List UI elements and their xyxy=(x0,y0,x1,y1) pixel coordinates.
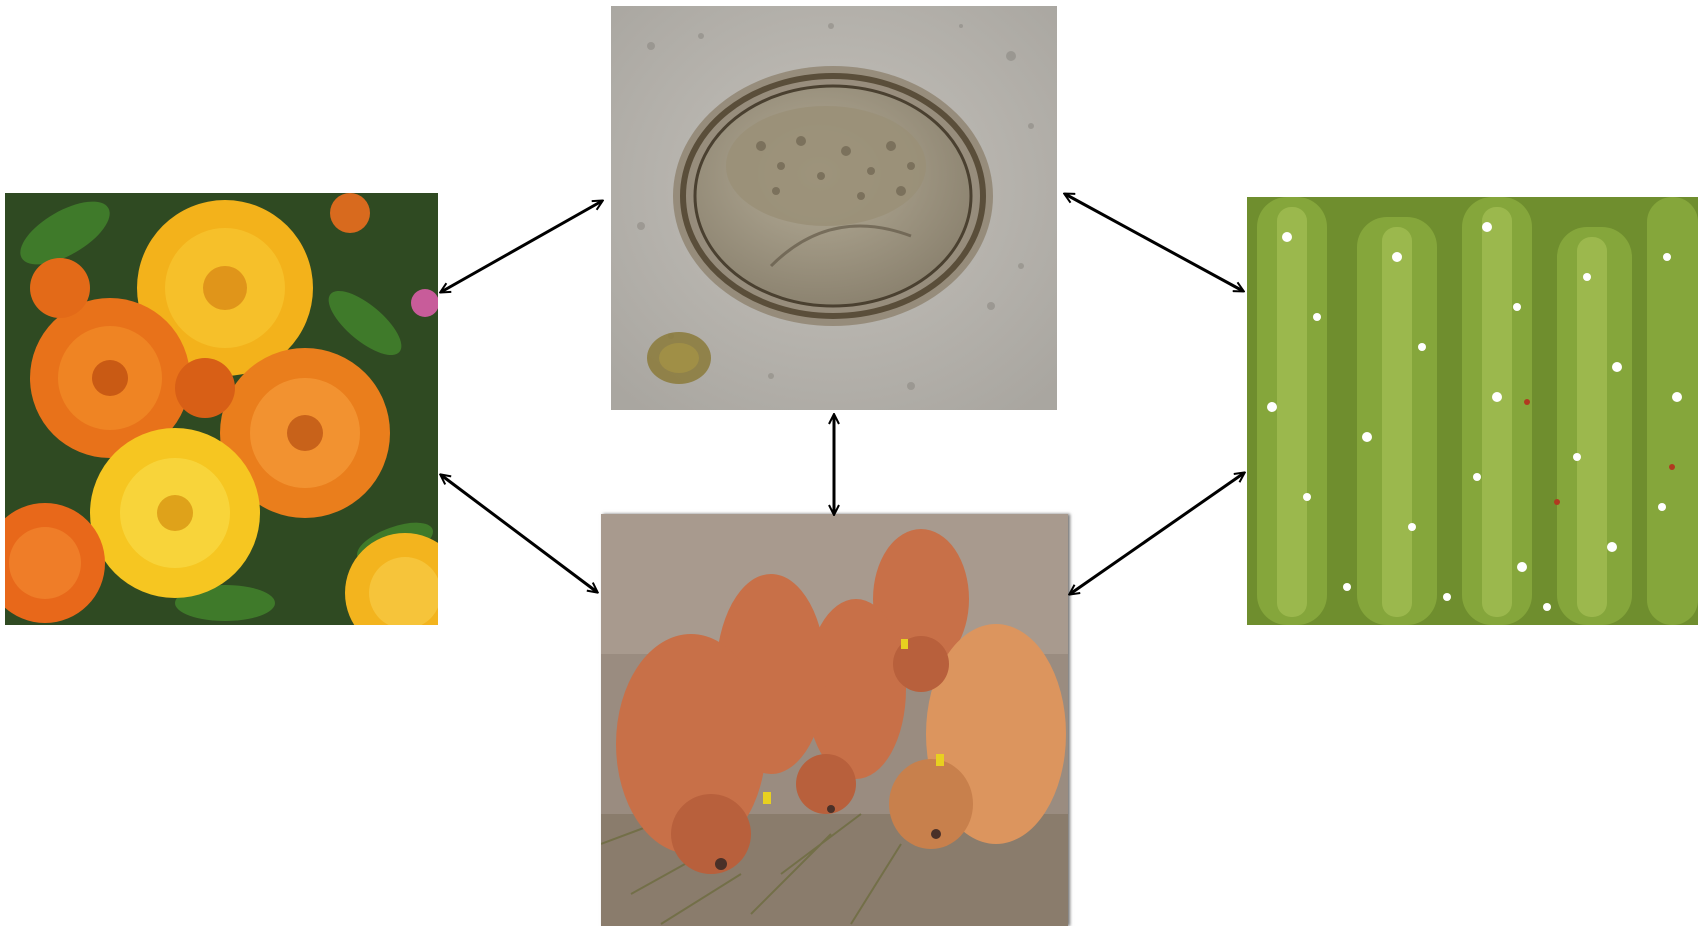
arrow-flower-pigs xyxy=(441,475,597,592)
woolly-pigs-image xyxy=(601,514,1068,926)
arrow-flower-egg xyxy=(441,201,602,292)
parasite-egg-image xyxy=(611,6,1057,410)
arrow-egg-herb xyxy=(1065,194,1243,291)
arrow-herb-pigs xyxy=(1070,473,1244,594)
marigold-flowers-image xyxy=(5,193,438,625)
herb-plant-image xyxy=(1247,197,1698,625)
